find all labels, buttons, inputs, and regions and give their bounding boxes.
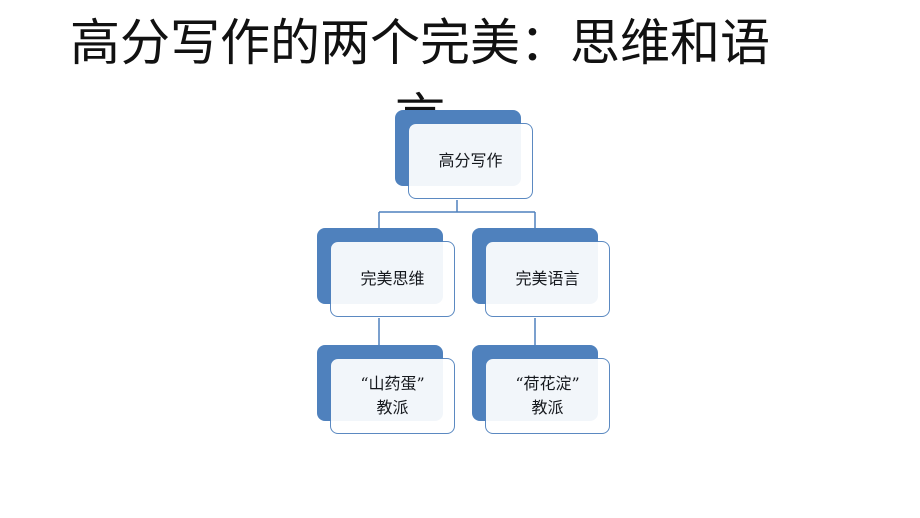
node-shanyaodan-school-line1: “山药蛋” — [360, 374, 425, 393]
node-shanyaodan-school-line2: 教派 — [376, 398, 409, 417]
node-perfect-thinking-card: 完美思维 — [330, 241, 455, 317]
node-perfect-language-card: 完美语言 — [485, 241, 610, 317]
node-root-card: 高分写作 — [408, 123, 533, 199]
node-hehuadian-school-line1: “荷花淀” — [515, 374, 580, 393]
node-shanyaodan-school-card: “山药蛋” 教派 — [330, 358, 455, 434]
node-perfect-thinking-label: 完美思维 — [360, 269, 425, 288]
node-root-label: 高分写作 — [438, 151, 503, 170]
node-shanyaodan-school-text: “山药蛋” 教派 — [360, 372, 424, 420]
node-perfect-language-label: 完美语言 — [515, 269, 580, 288]
node-hehuadian-school-card: “荷花淀” 教派 — [485, 358, 610, 434]
node-hehuadian-school-line2: 教派 — [531, 398, 564, 417]
node-hehuadian-school-text: “荷花淀” 教派 — [515, 372, 579, 420]
